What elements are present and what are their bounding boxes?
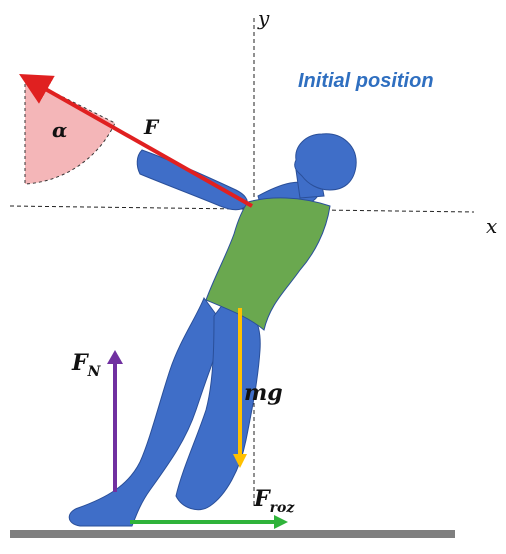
y-axis-label: y (258, 6, 270, 30)
normal-force-symbol: F (72, 350, 88, 376)
person-figure (68, 133, 357, 527)
weight-force-head (233, 454, 247, 468)
diagram-title: Initial position (298, 70, 434, 92)
friction-force-symbol: F (254, 486, 270, 512)
normal-force-label: FN (72, 352, 100, 379)
torso (205, 197, 331, 331)
friction-force-subscript: roz (269, 500, 295, 516)
pull-force-arrow (19, 74, 253, 208)
angle-label: α (52, 118, 68, 142)
angle-sector (24, 77, 116, 185)
normal-force-head (107, 350, 123, 364)
friction-force-head (274, 515, 288, 529)
pull-force-label: F (144, 115, 159, 139)
weight-force-label: mg (244, 380, 283, 406)
x-axis-label: x (486, 214, 498, 238)
normal-force-subscript: N (87, 364, 101, 380)
friction-force-label: Froz (254, 488, 294, 515)
ground (10, 530, 455, 538)
